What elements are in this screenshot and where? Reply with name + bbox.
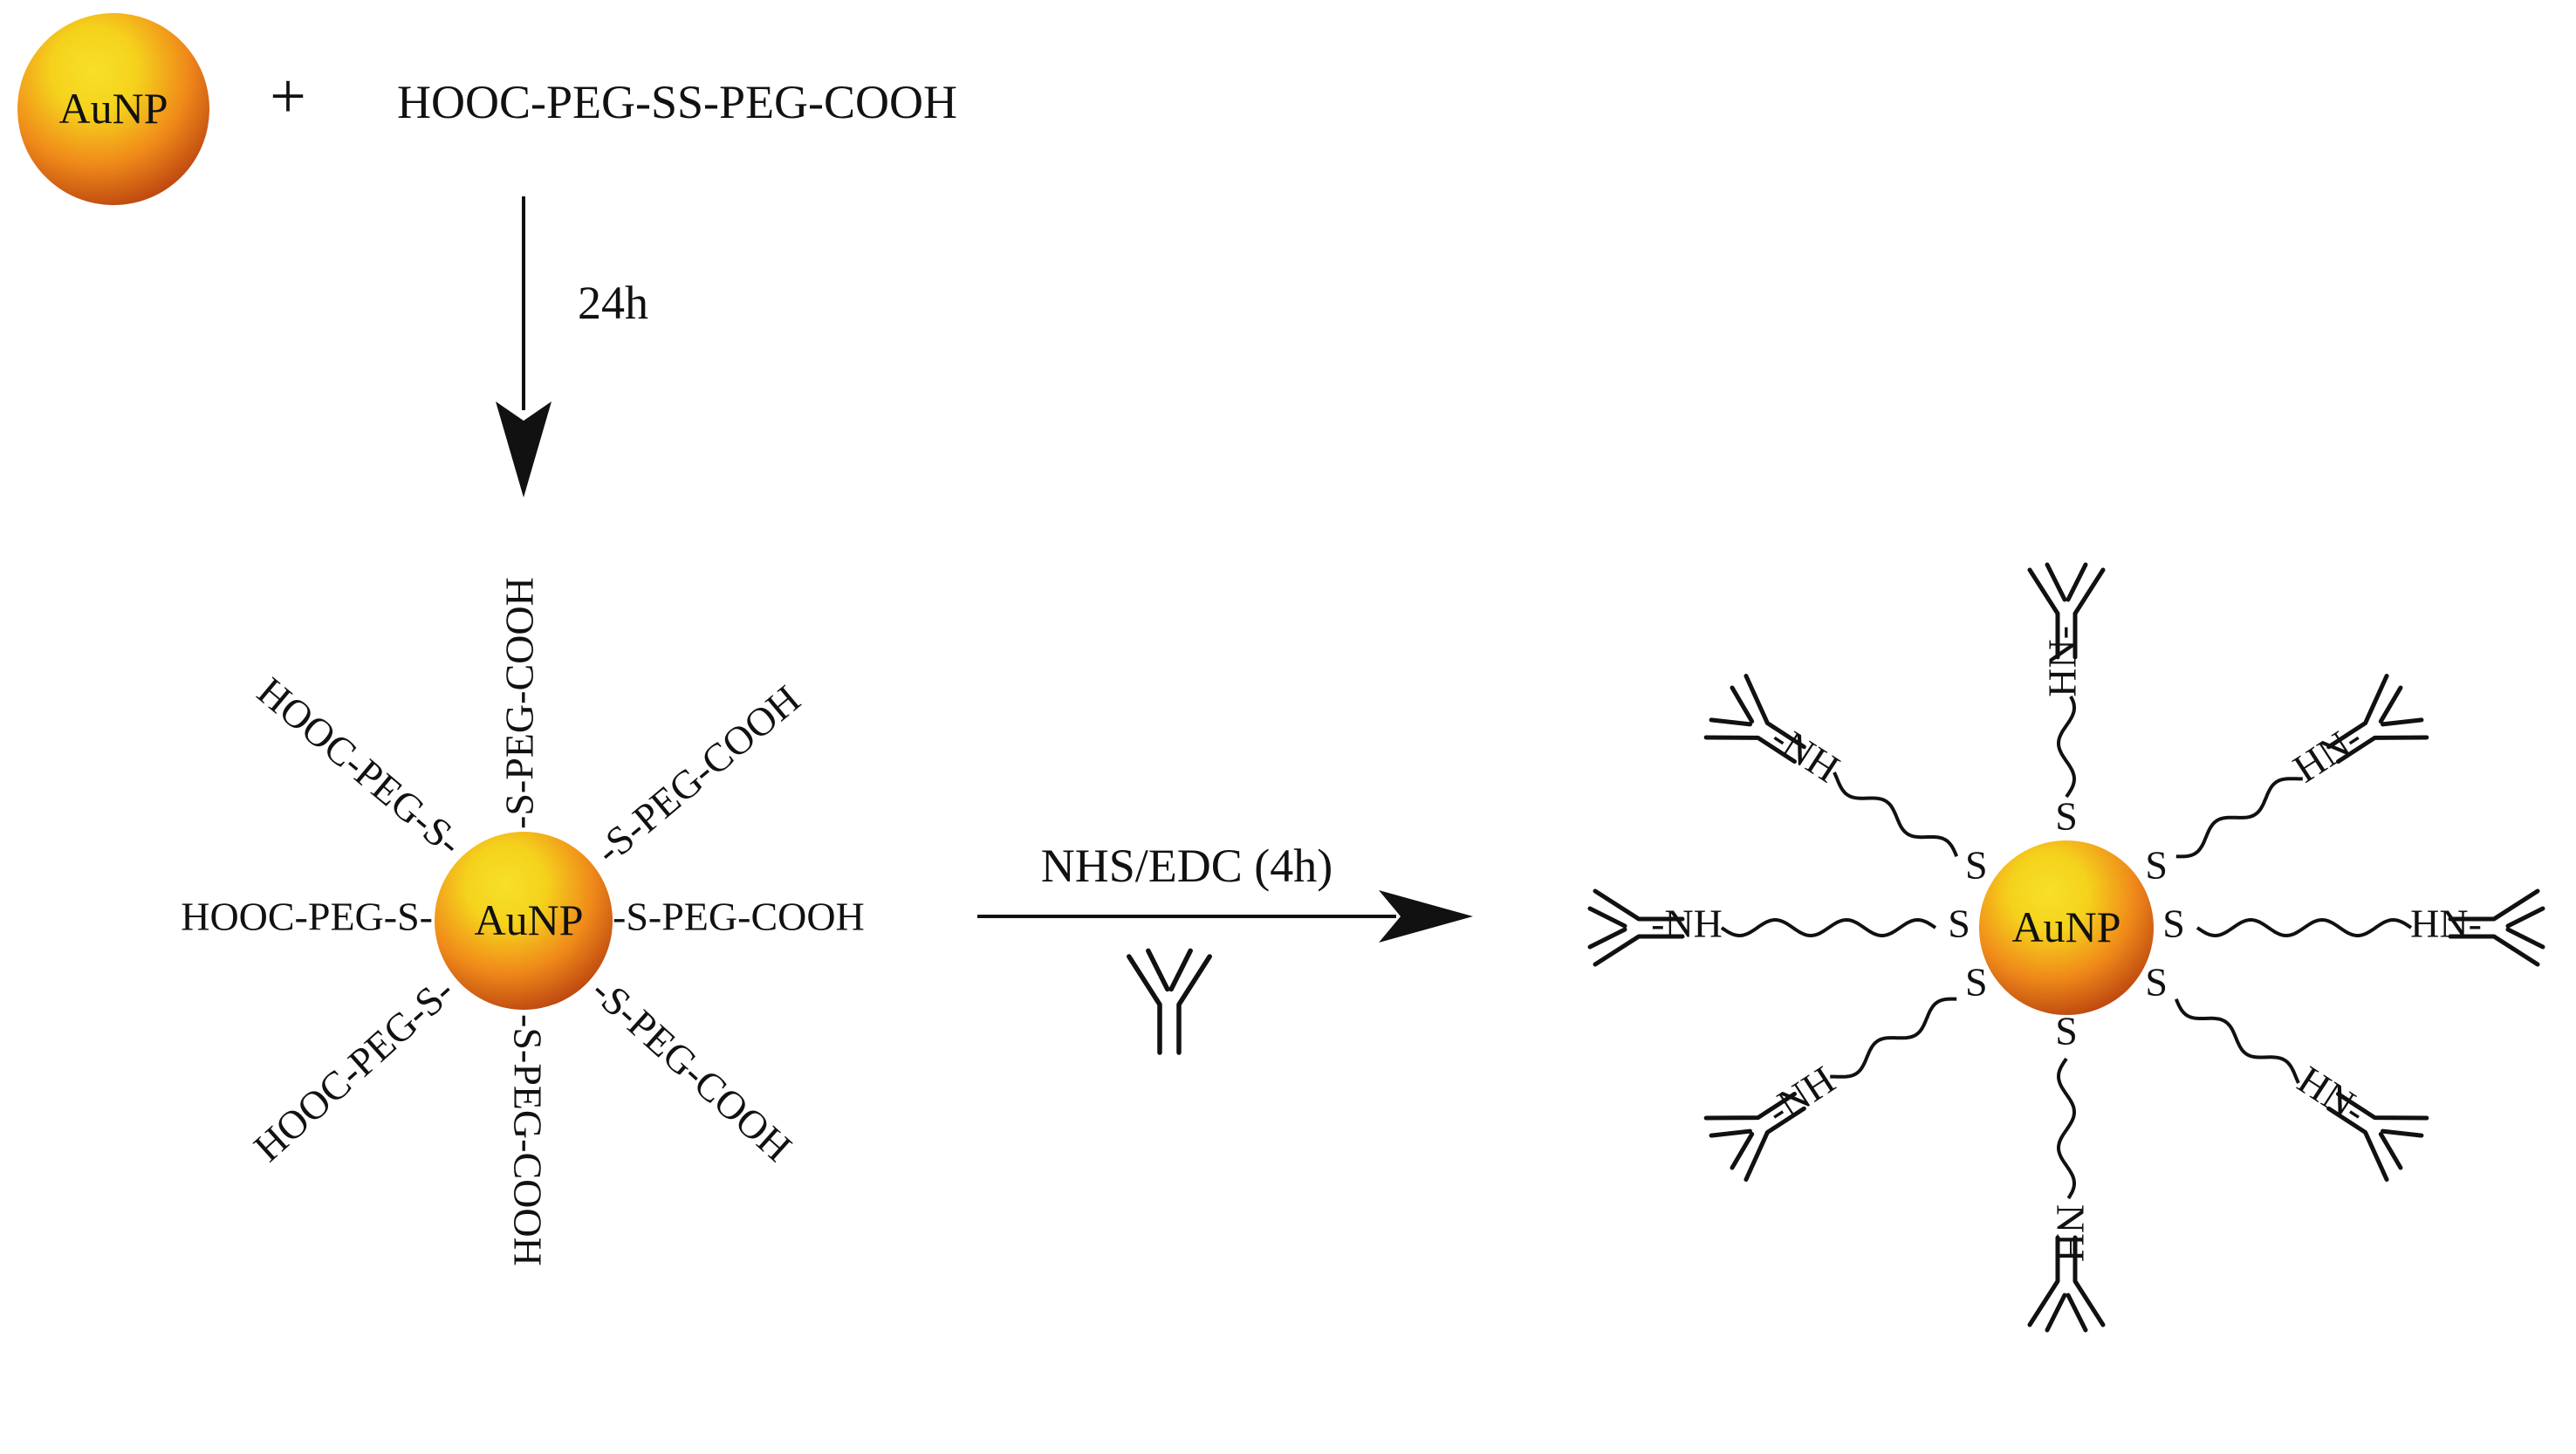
sulfur-label-upper-right: S <box>2145 843 2168 888</box>
sulfur-label-left: S <box>1948 902 1970 946</box>
sulfur-label-upper-left: S <box>1965 843 1988 888</box>
amide-linker-lower-right: HN- <box>2290 1057 2374 1133</box>
sulfur-label-top: S <box>2055 794 2078 839</box>
reactant-row: AuNP + HOOC-PEG-SS-PEG-COOH <box>17 13 957 205</box>
sulfur-label-lower-right: S <box>2145 960 2168 1005</box>
antibody-icon <box>1129 950 1209 1053</box>
peg-chain-lower-right <box>2174 998 2300 1084</box>
amide-linker-bottom: NH <box>2048 1204 2093 1262</box>
step2-arrow <box>977 890 1473 943</box>
step1-condition: 24h <box>578 277 648 329</box>
plus-sign: + <box>270 61 306 133</box>
gold-nanoparticle <box>435 832 613 1010</box>
peg-chain-top <box>2057 695 2076 799</box>
ligand-upper-right: -S-PEG-COOH <box>586 676 808 873</box>
pegylated-nanoparticle: AuNP -S-PEG-COOH -S-PEG-COOH -S-PEG-COOH… <box>181 577 865 1266</box>
nanoparticle-label: AuNP <box>58 84 168 133</box>
peg-chain-bottom <box>2057 1057 2076 1200</box>
gold-nanoparticle <box>17 13 209 205</box>
ligand-right: -S-PEG-COOH <box>613 895 865 939</box>
peg-chain-lower-left <box>1830 997 1957 1079</box>
ligand-lower-right: -S-PEG-COOH <box>583 968 800 1169</box>
peg-chain-upper-right <box>2175 777 2303 859</box>
amide-linker-top: HN- <box>2040 626 2085 697</box>
sulfur-label-right: S <box>2162 902 2185 946</box>
amide-linker-left: -NH <box>1651 902 1723 946</box>
amide-linker-right: HN- <box>2410 902 2482 946</box>
step2-condition: NHS/EDC (4h) <box>1041 840 1333 892</box>
nanoparticle-label: AuNP <box>474 895 583 944</box>
peg-reagent-label: HOOC-PEG-SS-PEG-COOH <box>397 76 957 128</box>
ligand-top: -S-PEG-COOH <box>497 577 542 829</box>
peg-chain-right <box>2196 918 2413 937</box>
amide-linker-lower-left: -NH <box>1758 1057 1842 1133</box>
ligand-lower-left: HOOC-PEG-S- <box>245 968 462 1169</box>
step1-arrow <box>496 196 552 497</box>
peg-chain-left <box>1720 918 1937 937</box>
peg-chain-upper-left <box>1833 772 1959 858</box>
ligand-left: HOOC-PEG-S- <box>181 895 433 939</box>
nanoparticle-label: AuNP <box>2011 902 2120 951</box>
ligand-bottom: -S-PEG-COOH <box>505 1014 550 1266</box>
ligand-upper-left: HOOC-PEG-S- <box>250 669 471 865</box>
sulfur-label-bottom: S <box>2055 1009 2078 1053</box>
sulfur-label-lower-left: S <box>1965 960 1988 1005</box>
gold-nanoparticle <box>1979 840 2154 1015</box>
